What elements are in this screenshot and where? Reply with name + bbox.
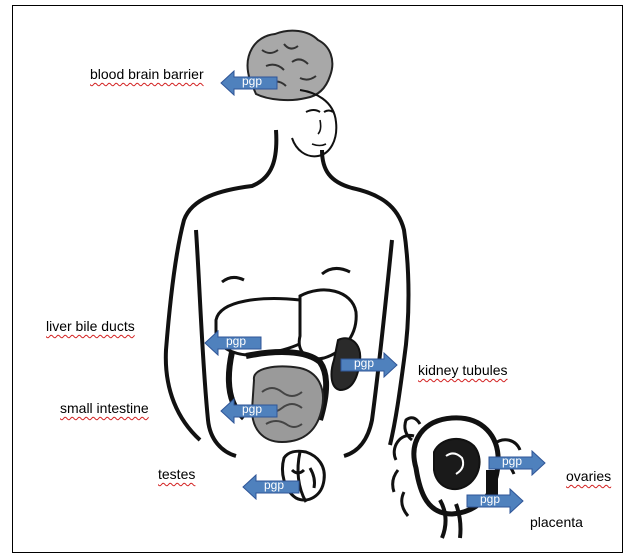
pgp-arrow-intestine: pgp (220, 398, 278, 424)
label-kidney-tubules: kidney tubules (418, 362, 508, 378)
label-testes: testes (158, 466, 195, 482)
pgp-label: pgp (480, 492, 500, 506)
pgp-label: pgp (242, 402, 262, 416)
pgp-arrow-liver: pgp (204, 330, 262, 356)
pgp-arrow-placenta: pgp (466, 488, 524, 514)
pgp-label: pgp (226, 334, 246, 348)
label-placenta: placenta (530, 514, 583, 530)
pgp-arrow-bbb: pgp (220, 70, 278, 96)
label-blood-brain-barrier: blood brain barrier (90, 66, 204, 82)
pgp-label: pgp (264, 478, 284, 492)
uterus-illustration (393, 418, 520, 538)
pgp-arrow-testes: pgp (242, 474, 300, 500)
pgp-label: pgp (354, 356, 374, 370)
pgp-label: pgp (242, 74, 262, 88)
label-ovaries: ovaries (566, 468, 611, 484)
pgp-label: pgp (502, 454, 522, 468)
label-small-intestine: small intestine (60, 400, 149, 416)
label-liver-bile-ducts: liver bile ducts (46, 318, 135, 334)
pgp-arrow-ovaries: pgp (488, 450, 546, 476)
pgp-arrow-kidney: pgp (340, 352, 398, 378)
